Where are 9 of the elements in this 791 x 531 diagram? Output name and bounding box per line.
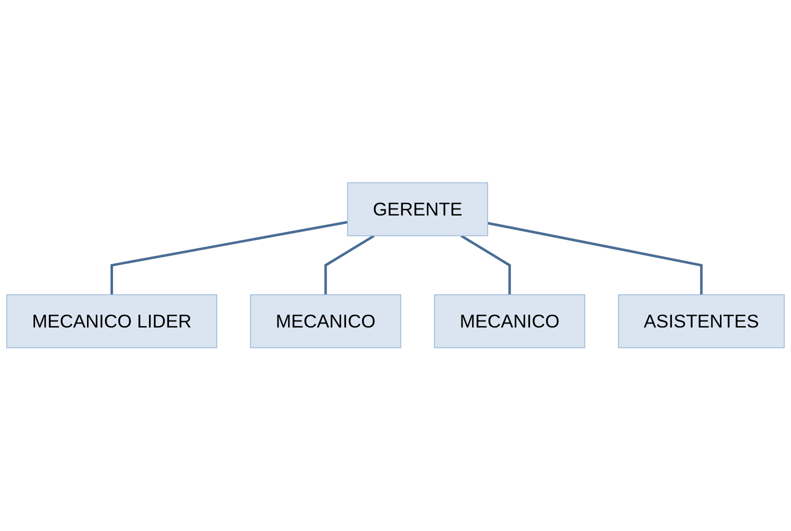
node-box: MECANICO LIDER <box>6 294 218 348</box>
connector <box>324 234 375 295</box>
node-box: MECANICO <box>434 294 586 348</box>
connector <box>110 221 348 295</box>
node-box: ASISTENTES <box>618 294 785 348</box>
node-box: MECANICO <box>250 294 402 348</box>
connector <box>460 234 511 295</box>
node-box: GERENTE <box>347 182 488 236</box>
connector <box>487 222 703 295</box>
